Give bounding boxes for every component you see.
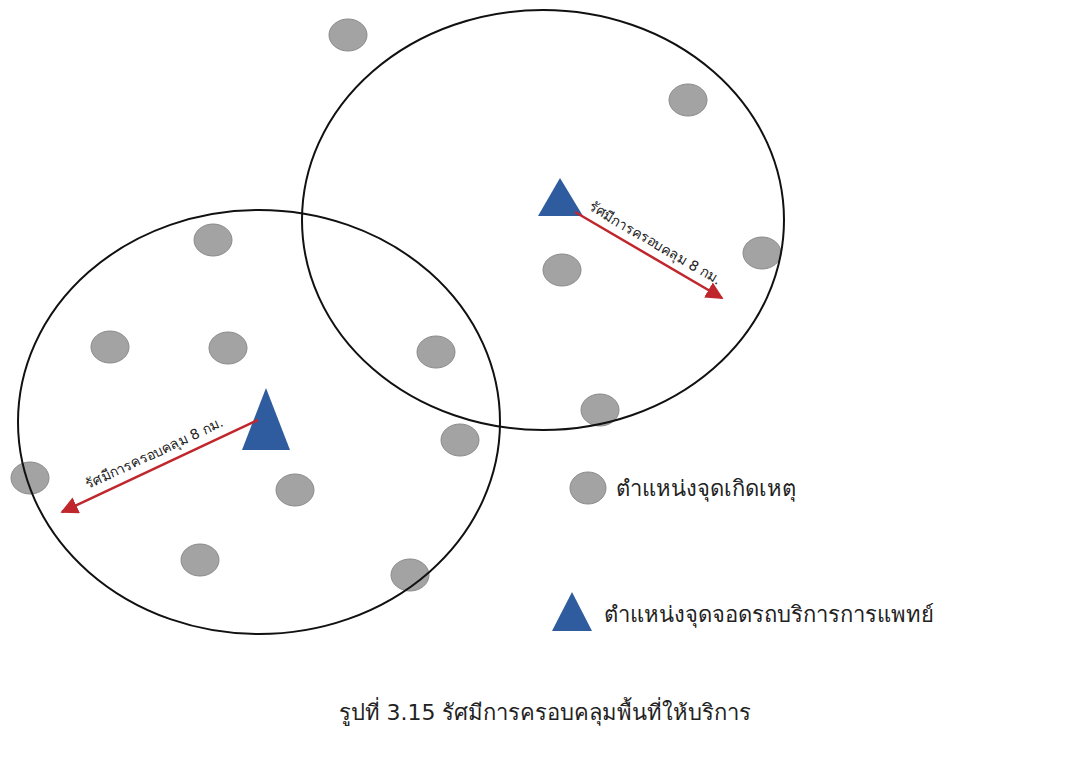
station-triangle (242, 388, 290, 450)
radius-arrow (62, 420, 258, 512)
legend-text: ตำแหน่งจุดเกิดเหตุ (616, 471, 796, 506)
legend-triangle (552, 592, 592, 631)
radius-label: รัศมีการครอบคลุม 8 กม. (585, 196, 726, 291)
radius-label: รัศมีการครอบคลุม 8 กม. (81, 411, 226, 495)
coverage-circle (302, 10, 784, 430)
legend-text: ตำแหน่งจุดจอดรถบริการการแพทย์ (604, 597, 934, 632)
coverage-circle (18, 210, 500, 634)
station-triangle (538, 178, 583, 216)
radius-arrow (575, 212, 722, 298)
legend-dot (570, 472, 606, 504)
incident-points (11, 19, 781, 591)
figure-caption: รูปที่ 3.15 รัศมีการครอบคลุมพื้นที่ให้บร… (339, 695, 752, 730)
